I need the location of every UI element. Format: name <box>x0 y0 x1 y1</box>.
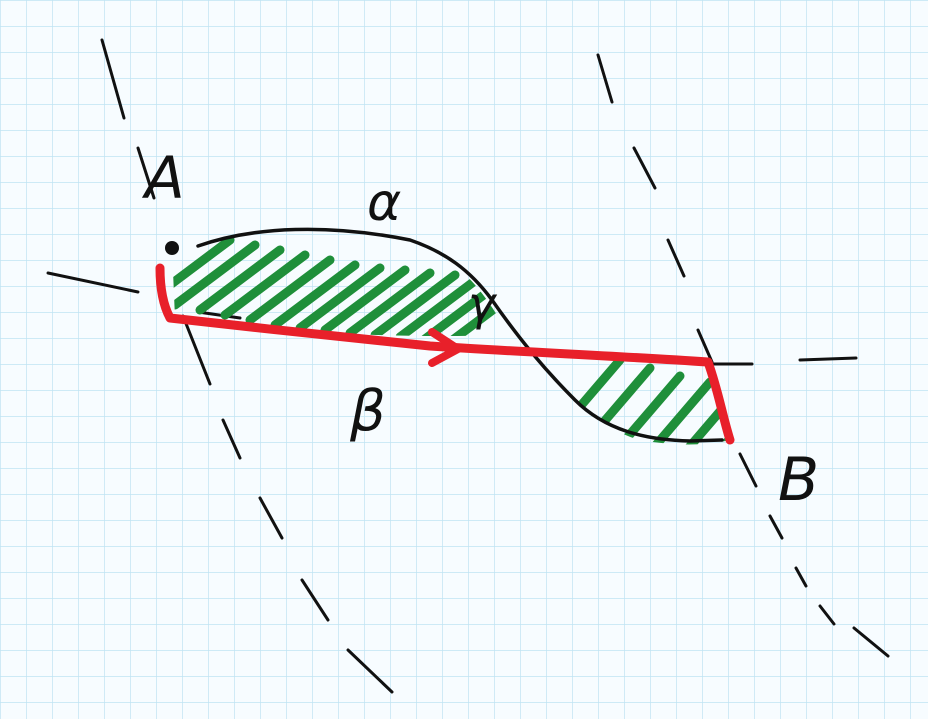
point-b-label: B <box>778 445 819 515</box>
path-beta-arrowhead <box>428 328 462 367</box>
intersection-gamma-label: γ <box>468 277 498 331</box>
curve-alpha-label: α <box>367 173 401 233</box>
curve-beta-label: β <box>349 379 386 444</box>
curve-alpha <box>196 227 724 443</box>
right-dashed-boundary-line <box>596 53 890 658</box>
path-beta-red <box>155 263 735 445</box>
point-a-dot <box>165 241 179 255</box>
upper-hatched-region <box>172 235 505 337</box>
horizontal-dashed-guides <box>46 271 858 366</box>
left-dashed-boundary-line <box>100 38 394 694</box>
point-a-label: A <box>141 144 185 212</box>
